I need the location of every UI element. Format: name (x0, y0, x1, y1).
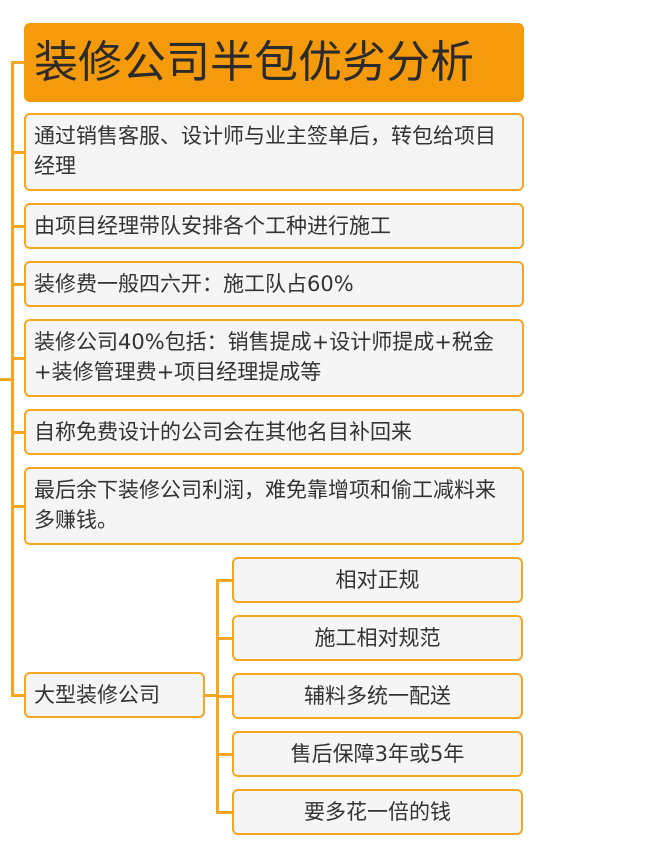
topic-node[interactable]: 由项目经理带队安排各个工种进行施工 (24, 203, 524, 249)
topic-node[interactable]: 通过销售客服、设计师与业主签单后，转包给项目经理 (24, 113, 524, 191)
topic-node[interactable]: 最后余下装修公司利润，难免靠增项和偷工减料来多赚钱。 (24, 467, 524, 545)
branch (11, 694, 24, 697)
subtopic-node[interactable]: 施工相对规范 (232, 615, 523, 661)
topic-node[interactable]: 自称免费设计的公司会在其他名目补回来 (24, 409, 524, 455)
mindmap-title[interactable]: 装修公司半包优劣分析 (24, 23, 524, 102)
subtopic-node[interactable]: 辅料多统一配送 (232, 673, 523, 719)
subtopic-node[interactable]: 相对正规 (232, 557, 523, 603)
branch (11, 225, 24, 228)
branch (11, 431, 24, 434)
branch (11, 151, 24, 154)
topic-node[interactable]: 装修费一般四六开：施工队占60% (24, 261, 524, 307)
branch (11, 61, 24, 64)
sub-branch (216, 695, 232, 698)
branch (11, 357, 24, 360)
branch (11, 505, 24, 508)
sub-branch (216, 637, 232, 640)
sub-connector (204, 694, 218, 697)
subtopic-node[interactable]: 要多花一倍的钱 (232, 789, 523, 835)
sub-branch (216, 579, 232, 582)
sub-branch (216, 811, 232, 814)
main-trunk (11, 62, 14, 696)
root-connector (0, 378, 12, 381)
topic-node[interactable]: 装修公司40%包括：销售提成+设计师提成+税金+装修管理费+项目经理提成等 (24, 319, 524, 397)
branch (11, 283, 24, 286)
sub-branch (216, 753, 232, 756)
subtopic-node[interactable]: 售后保障3年或5年 (232, 731, 523, 777)
large-company-node[interactable]: 大型装修公司 (24, 672, 205, 718)
